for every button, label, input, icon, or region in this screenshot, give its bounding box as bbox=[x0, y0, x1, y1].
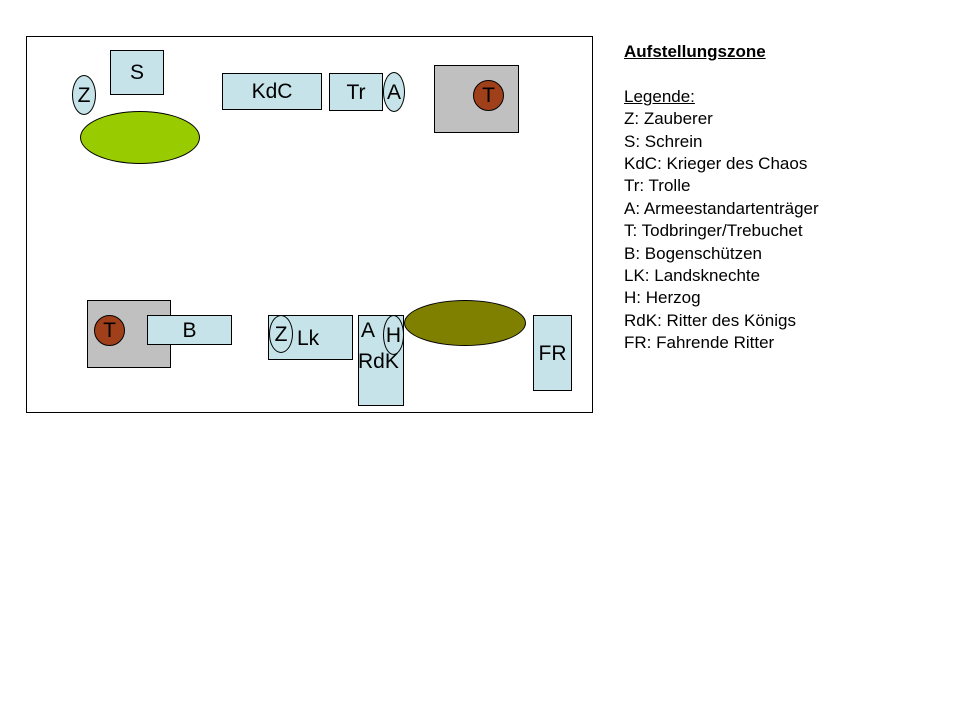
bottom-knights-errant-unit: FR bbox=[533, 315, 572, 391]
top-army-standard-label: A bbox=[386, 80, 401, 104]
top-hill bbox=[80, 111, 200, 164]
top-chaos-warriors-label: KdC bbox=[251, 80, 293, 103]
legend-item: H: Herzog bbox=[624, 288, 701, 308]
legend-item: A: Armeestandartenträger bbox=[624, 198, 819, 218]
legend-item: LK: Landsknechte bbox=[624, 266, 761, 286]
bottom-army-standard-label: A bbox=[361, 319, 376, 342]
bottom-bowmen-label: B bbox=[182, 318, 197, 342]
legend-item: KdC: Krieger des Chaos bbox=[624, 154, 808, 174]
top-wizard-label: Z bbox=[77, 83, 91, 107]
bottom-general-marker: H bbox=[383, 315, 404, 355]
bottom-hill bbox=[404, 300, 526, 346]
bottom-kings-knights-label: RdK bbox=[358, 350, 399, 373]
bottom-general-label: H bbox=[385, 323, 402, 347]
bottom-wizard-marker: Z bbox=[269, 315, 293, 353]
legend-item: Z: Zauberer bbox=[624, 109, 713, 129]
legend-item: FR: Fahrende Ritter bbox=[624, 333, 775, 353]
legend: Aufstellungszone Legende: Z: Zauberer S:… bbox=[624, 41, 819, 355]
bottom-wizard-label: Z bbox=[274, 322, 288, 346]
bottom-knights-errant-label: FR bbox=[538, 341, 567, 365]
bottom-landsknechte-label: Lk bbox=[297, 327, 320, 350]
top-warmachine-label: T bbox=[482, 84, 495, 107]
legend-item: B: Bogenschützen bbox=[624, 243, 762, 263]
top-shrine-unit: S bbox=[110, 50, 164, 95]
legend-title: Aufstellungszone bbox=[624, 42, 766, 61]
legend-item: Tr: Trolle bbox=[624, 176, 691, 196]
bottom-bowmen-unit: B bbox=[147, 315, 232, 345]
top-wizard-marker: Z bbox=[72, 75, 96, 115]
top-army-standard-marker: A bbox=[383, 72, 405, 112]
top-shrine-label: S bbox=[129, 61, 144, 84]
top-trolls-unit: Tr bbox=[329, 73, 383, 111]
legend-item: S: Schrein bbox=[624, 131, 703, 151]
top-warmachine-marker: T bbox=[473, 80, 504, 111]
legend-heading: Legende: bbox=[624, 86, 695, 106]
top-chaos-warriors-unit: KdC bbox=[222, 73, 322, 110]
legend-item: RdK: Ritter des Königs bbox=[624, 310, 796, 330]
bottom-warmachine-label: T bbox=[103, 319, 116, 342]
top-trolls-label: Tr bbox=[346, 80, 366, 104]
legend-item: T: Todbringer/Trebuchet bbox=[624, 221, 803, 241]
bottom-warmachine-marker: T bbox=[94, 315, 125, 346]
